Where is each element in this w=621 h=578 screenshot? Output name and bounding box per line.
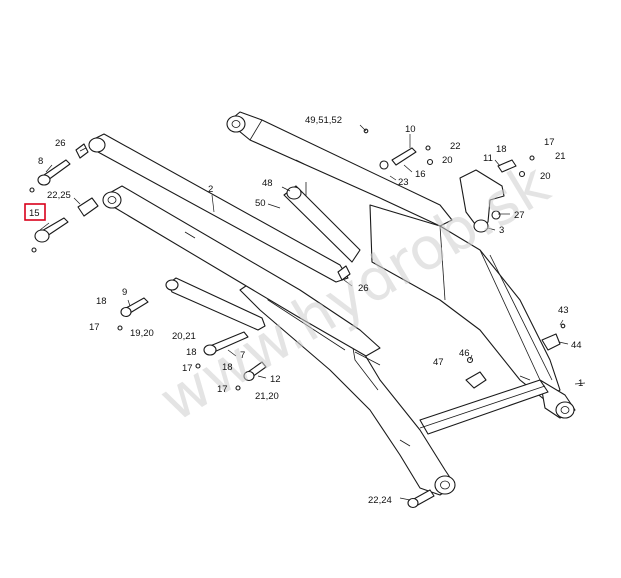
callout-12: 12	[270, 374, 281, 385]
mount-bracket	[459, 169, 505, 233]
callout-1: 1	[578, 378, 583, 389]
callout-21-20: 21,20	[255, 391, 279, 402]
callout-17-a: 17	[544, 137, 555, 148]
callout-17-d: 17	[217, 384, 228, 395]
callout-27: 27	[514, 210, 525, 221]
callout-10: 10	[405, 124, 416, 135]
callout-7: 7	[240, 350, 245, 361]
callout-18-c: 18	[186, 347, 197, 358]
callout-15: 15	[29, 208, 40, 219]
callout-43: 43	[558, 305, 569, 316]
brace-bar	[283, 182, 361, 263]
leader-lines	[39, 124, 586, 501]
callout-18-b: 18	[96, 296, 107, 307]
callout-18-a: 18	[496, 144, 507, 155]
callout-20-b: 20	[540, 171, 551, 182]
loader-frame	[226, 111, 576, 496]
callout-18-d: 18	[222, 362, 233, 373]
callout-2: 2	[208, 184, 213, 195]
callout-21: 21	[555, 151, 566, 162]
callout-46: 46	[459, 348, 470, 359]
callout-17-c: 17	[182, 363, 193, 374]
callout-labels: 1 2 3 7 8 9 10 11 12 15 16 17 17 17 17 1…	[24, 115, 583, 506]
callout-9: 9	[122, 287, 127, 298]
callout-22: 22	[450, 141, 461, 152]
diagonal-link	[165, 277, 266, 331]
callout-8: 8	[38, 156, 43, 167]
highlight-box-15	[24, 203, 46, 221]
callout-22-24: 22,24	[368, 495, 392, 506]
callout-17-b: 17	[89, 322, 100, 333]
callout-23: 23	[398, 177, 409, 188]
callout-16: 16	[415, 169, 426, 180]
callout-22-25: 22,25	[47, 190, 71, 201]
callout-20-a: 20	[442, 155, 453, 166]
callout-3: 3	[499, 225, 504, 236]
callout-44: 44	[571, 340, 582, 351]
callout-26-a: 26	[55, 138, 66, 149]
callout-26-b: 26	[358, 283, 369, 294]
callout-11: 11	[483, 153, 493, 164]
callout-47: 47	[433, 357, 444, 368]
lift-arm	[88, 133, 381, 357]
callout-49-51-52: 49,51,52	[305, 115, 342, 126]
callout-48: 48	[262, 178, 273, 189]
callout-20-21: 20,21	[172, 331, 196, 342]
callout-19-20: 19,20	[130, 328, 154, 339]
callout-50: 50	[255, 198, 266, 209]
